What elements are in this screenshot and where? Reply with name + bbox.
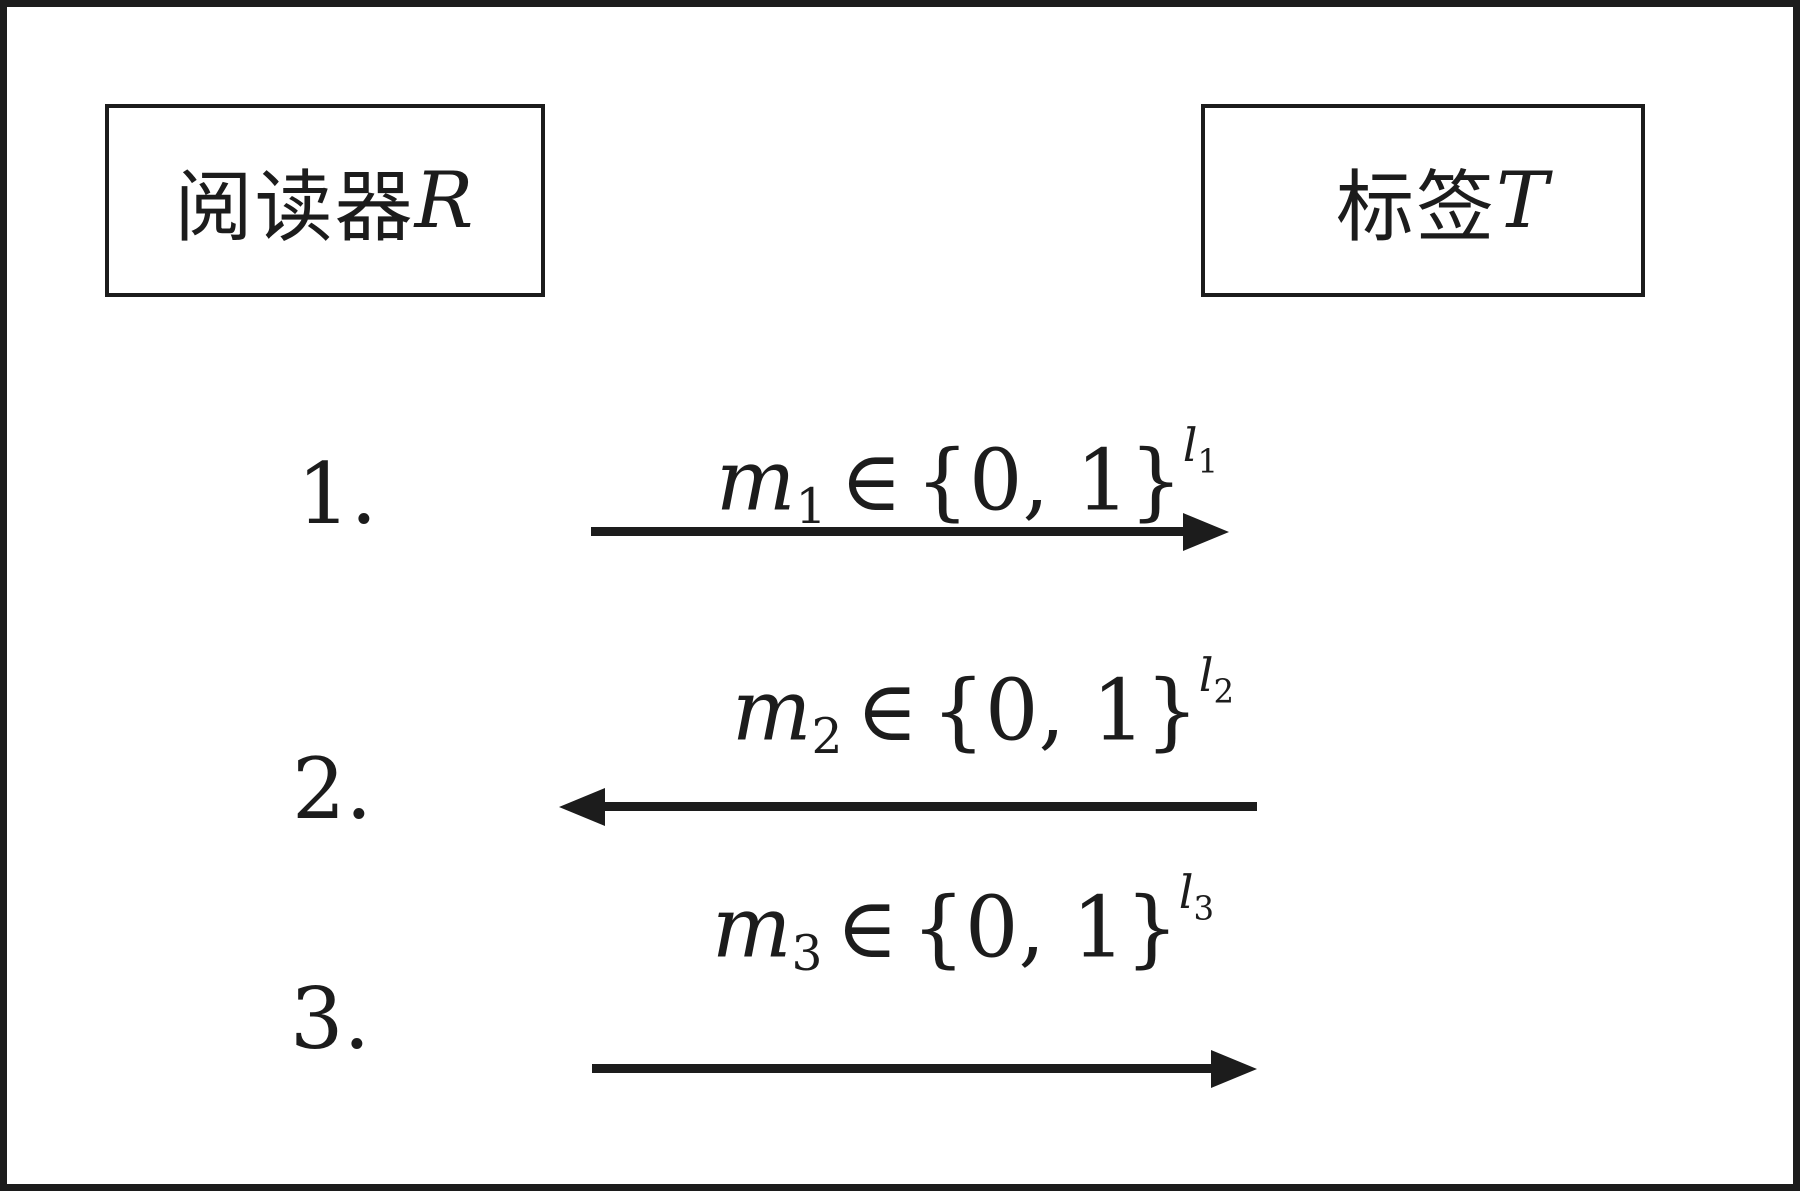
arrow-shaft [603, 802, 1257, 811]
message-3-exp-sub: 3 [1193, 889, 1215, 928]
message-3-exp-var: l [1178, 865, 1194, 919]
message-2-var-sub: 2 [811, 709, 843, 766]
message-2-exponent: l2 [1199, 652, 1234, 708]
message-3-set: {0, 1} [911, 878, 1179, 977]
element-of-symbol: ∈ [835, 878, 899, 977]
reader-box-label: 阅读器 [174, 162, 415, 253]
element-of-symbol: ∈ [855, 661, 919, 760]
message-1-var: m [715, 431, 796, 530]
message-2-exp-sub: 2 [1213, 672, 1235, 711]
message-3-var: m [711, 878, 792, 977]
message-2-formula: m 2 ∈{0, 1}l2 [683, 652, 1283, 762]
message-3-formula: m 3 ∈{0, 1}l3 [663, 869, 1263, 979]
message-2-set: {0, 1} [931, 661, 1199, 760]
message-1-var-sub: 1 [795, 479, 827, 536]
message-2-var: m [731, 661, 812, 760]
message-3-var-sub: 3 [791, 926, 823, 983]
message-1-formula: m 1 ∈{0, 1}l1 [667, 422, 1267, 532]
element-of-symbol: ∈ [839, 431, 903, 530]
step-3-label: 3. [290, 970, 371, 1068]
message-3-exponent: l3 [1179, 869, 1214, 925]
tag-symbol: T [1495, 155, 1551, 246]
message-1-exp-sub: 1 [1197, 442, 1219, 481]
reader-symbol: R [414, 155, 476, 246]
step-1-label: 1. [297, 445, 378, 543]
message-1-set: {0, 1} [915, 431, 1183, 530]
tag-box-label: 标签 [1335, 162, 1496, 253]
arrowhead-left-icon [559, 788, 605, 826]
message-1-exp-var: l [1182, 418, 1198, 472]
step-2-label: 2. [292, 740, 373, 838]
arrow-shaft [592, 1064, 1211, 1073]
message-1-exponent: l1 [1183, 422, 1218, 478]
arrow-shaft [591, 527, 1183, 536]
arrowhead-right-icon [1183, 513, 1229, 551]
message-2-exp-var: l [1198, 648, 1214, 702]
arrowhead-right-icon [1211, 1050, 1257, 1088]
